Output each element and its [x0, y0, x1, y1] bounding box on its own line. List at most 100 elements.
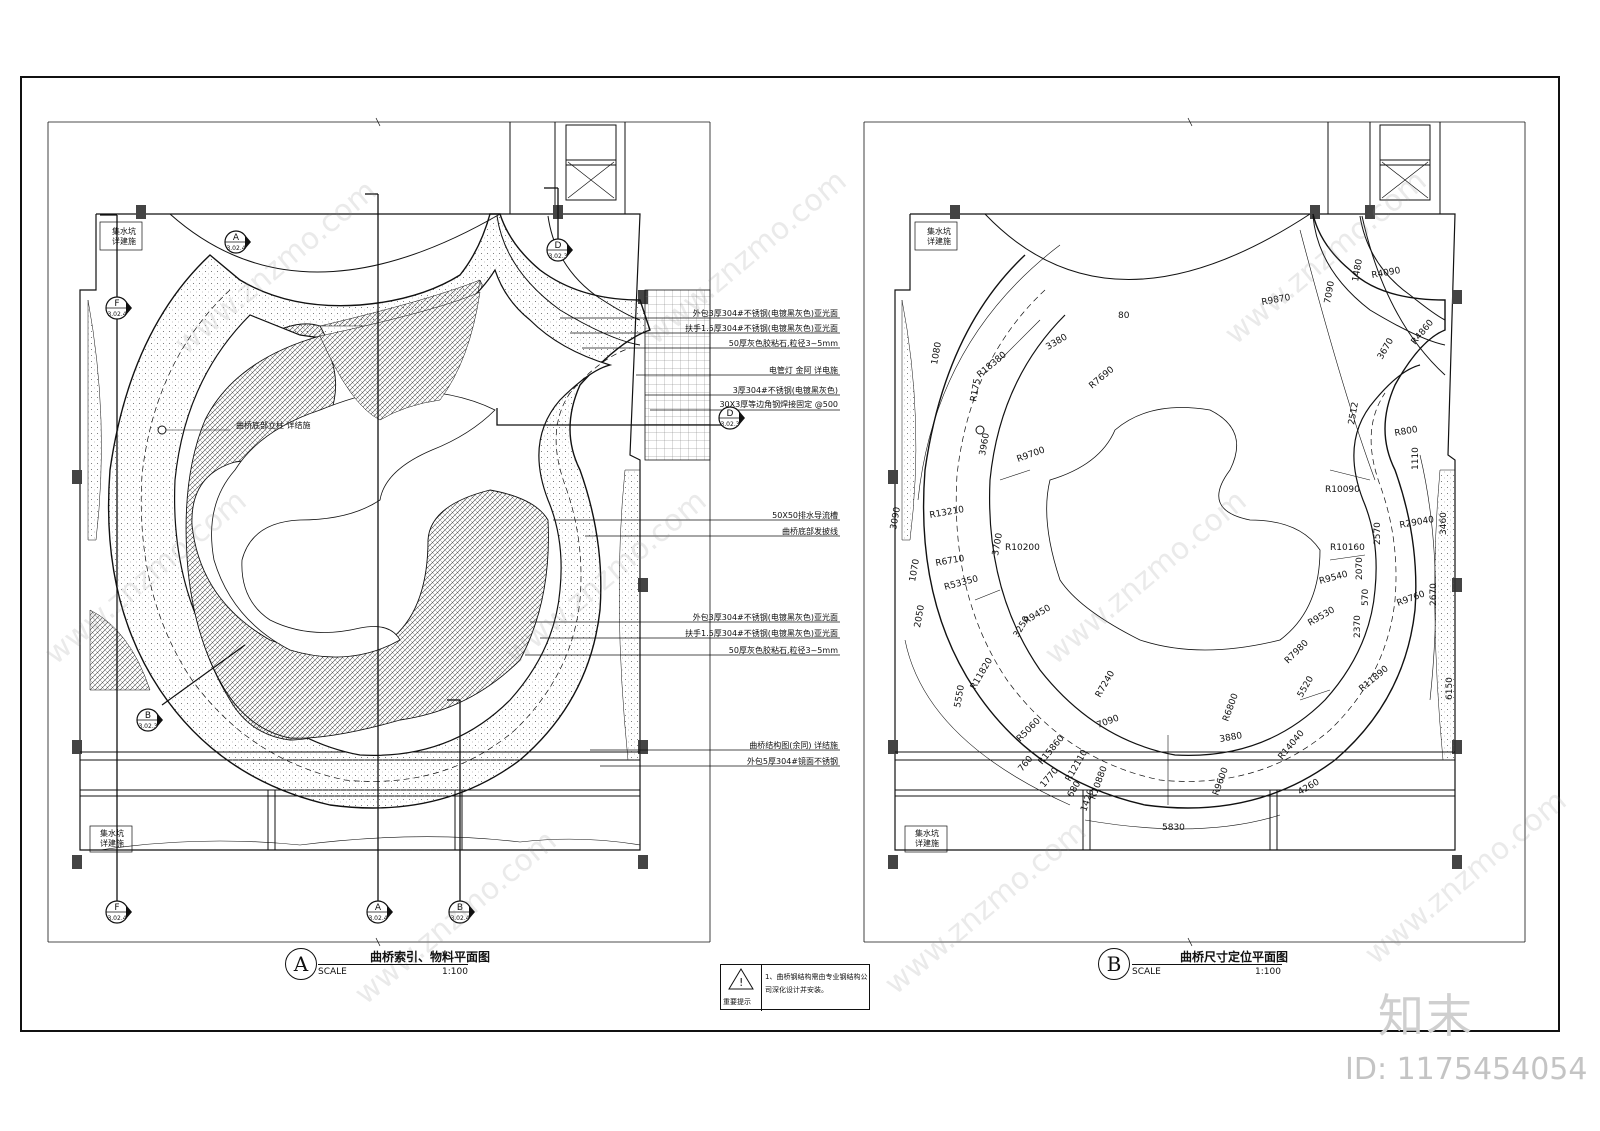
callout-label: 扶手1.5厚304#不锈钢(电镀黑灰色)亚光面 — [685, 628, 838, 638]
dimension-label: R800 — [1394, 425, 1419, 439]
pit-label-a2: 集水坑 — [100, 828, 124, 838]
dimension-label: 2512 — [1347, 401, 1361, 425]
plan-a-title: 曲桥索引、物料平面图 — [370, 950, 491, 964]
section-mark-arrow — [739, 411, 745, 425]
section-mark: D3.02.3 — [718, 406, 745, 430]
callout-label: 50厚灰色胶粘石,粒径3~5mm — [729, 338, 838, 348]
note-text: 1、曲桥钢结构需由专业钢结构公司深化设计并安装。 — [765, 973, 868, 994]
dimension-label: 7090 — [1323, 280, 1337, 305]
dimension-label: 570 — [1361, 589, 1371, 606]
dimension-label: R7240 — [1094, 669, 1117, 699]
dimension-label: 1080 — [930, 341, 944, 366]
column-label: 曲桥底部立柱 详结施 — [236, 420, 311, 430]
section-mark: A3.02.4 — [366, 900, 393, 924]
section-mark: F 3.02.4 — [105, 900, 132, 924]
section-mark-arrow — [126, 301, 132, 315]
section-mark-ref: 3.02.4 — [107, 915, 126, 922]
dimension-label: 2370 — [1353, 615, 1363, 638]
dimension-label: R18380 — [976, 350, 1009, 380]
section-mark-letter: A — [233, 233, 240, 243]
dimension-label: R4090 — [1371, 266, 1402, 281]
plan-a — [47, 121, 840, 943]
dimension-label: 3460 — [1439, 512, 1449, 535]
section-mark: D 3.02.3 — [546, 238, 573, 262]
callout-label: 电管灯 金阿 详电施 — [769, 365, 838, 375]
dimension-label: 5830 — [1162, 823, 1185, 833]
dimension-label: 1110 — [1411, 447, 1421, 470]
section-mark-ref: 3.02.3 — [138, 723, 157, 730]
section-mark: B3.02.3 — [136, 708, 163, 732]
section-mark-arrow — [567, 243, 573, 257]
dimension-label: R53350 — [943, 574, 980, 593]
dimension-label: R12110 — [1064, 748, 1090, 783]
section-mark-letter: F — [114, 299, 119, 309]
section-mark-letter: F — [114, 903, 119, 913]
dimension-label: 1070 — [908, 558, 922, 583]
dimension-label: R9600 — [1211, 766, 1230, 797]
pit-label-b1: 集水坑 — [927, 226, 951, 236]
callout-label: 外包3厚304#不锈钢(电镀黑灰色)亚光面 — [693, 308, 838, 318]
dimension-label: 7090 — [1096, 713, 1121, 730]
important-note: ! 重要提示 1、曲桥钢结构需由专业钢结构公司深化设计并安装。 — [720, 964, 870, 1011]
dimension-label: R9760 — [1396, 589, 1427, 608]
brand-logo: 知末 — [1378, 989, 1474, 1043]
warning-icon: ! — [728, 968, 754, 990]
dimension-label: R10200 — [1005, 543, 1040, 553]
dimension-label: R10090 — [1325, 485, 1360, 495]
section-mark: F 3.02.4 — [105, 296, 132, 320]
dimension-label: 3960 — [978, 432, 992, 457]
drawing-sheet-border — [20, 76, 1560, 1032]
dimension-label: R11890 — [1358, 664, 1391, 694]
callout-label: 外包5厚304#镜面不锈钢 — [747, 756, 838, 766]
dimension-label: R11820 — [969, 656, 995, 691]
dimension-label: R4860 — [1410, 318, 1437, 347]
plan-a-letter: A — [285, 948, 317, 980]
callout-labels: 外包3厚304#不锈钢(电镀黑灰色)亚光面扶手1.5厚304#不锈钢(电镀黑灰色… — [685, 308, 838, 766]
callout-label: 30X3厚等边角钢焊接固定 @500 — [719, 399, 838, 409]
dimension-label: R29040 — [1399, 515, 1435, 531]
section-mark: B 3.02.4 — [448, 900, 475, 924]
section-mark-arrow — [157, 713, 163, 727]
plan-b-scale-label: SCALE — [1132, 967, 1161, 977]
section-mark-arrow — [126, 905, 132, 919]
section-mark-ref: 3.02.4 — [107, 311, 126, 318]
dimension-label: 80 — [1118, 311, 1130, 321]
pit-label-b2b: 详建施 — [915, 838, 939, 848]
dimension-label: 4260 — [1297, 777, 1322, 797]
callout-label: 曲桥结构图(余同) 详结施 — [749, 740, 838, 750]
section-mark-arrow — [245, 235, 251, 249]
warning-cell: ! 重要提示 — [721, 965, 762, 1011]
plan-b-title: 曲桥尺寸定位平面图 — [1180, 950, 1289, 964]
dimension-label: 1770 — [1039, 766, 1062, 790]
dimension-label: R7980 — [1283, 638, 1311, 666]
section-mark-letter: A — [375, 903, 382, 913]
pit-label-b2: 集水坑 — [915, 828, 939, 838]
dimension-label: R6800 — [1221, 692, 1240, 723]
section-mark-letter: B — [457, 903, 463, 913]
plan-b-title-underline — [1132, 964, 1282, 965]
callout-label: 3厚304#不锈钢(电镀黑灰色) — [733, 385, 838, 395]
section-mark-letter: D — [555, 241, 562, 251]
section-mark-ref: 3.02.4 — [450, 915, 469, 922]
callout-label: 50X50排水导流槽 — [772, 510, 838, 520]
dimension-label: 6150 — [1445, 677, 1455, 700]
dimension-label: 3700 — [991, 532, 1005, 557]
section-mark-arrow — [469, 905, 475, 919]
dimension-label: R9530 — [1307, 605, 1337, 628]
callout-label: 曲桥底部发披线 — [782, 526, 838, 536]
plan-b-letter: B — [1098, 948, 1130, 980]
dimension-label: R13210 — [929, 505, 965, 521]
dimension-label: R9700 — [1016, 445, 1047, 464]
pit-label-a1: 集水坑 — [112, 226, 136, 236]
dimension-label: R7690 — [1088, 365, 1117, 392]
section-mark: A 3.02.4 — [224, 230, 251, 254]
section-mark-ref: 3.02.3 — [548, 253, 567, 260]
plan-b-scale-value: 1:100 — [1255, 967, 1281, 977]
dimension-label: R10160 — [1330, 543, 1365, 553]
pit-label-a2b: 详建施 — [100, 838, 124, 848]
section-mark-ref: 3.02.4 — [226, 245, 245, 252]
dimension-label: R5060 — [1015, 716, 1043, 744]
dimension-label: 1480 — [1351, 258, 1365, 283]
